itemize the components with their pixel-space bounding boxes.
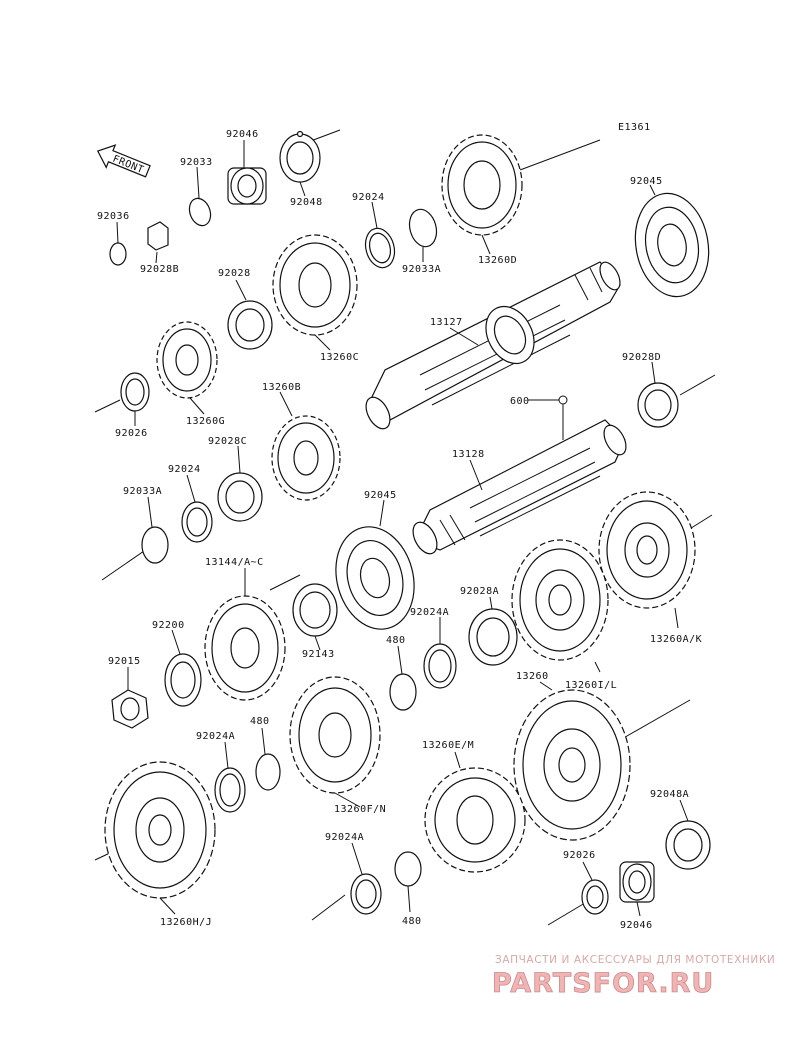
- label-92028C: 92028C: [208, 436, 247, 447]
- bushing-92028D: [637, 382, 679, 428]
- watermark-tagline: ЗАПЧАСТИ И АКСЕССУАРЫ ДЛЯ МОТОТЕХНИКИ: [495, 954, 775, 966]
- circlip-92033A-mid: [141, 526, 169, 564]
- label-13260C: 13260C: [320, 352, 359, 363]
- label-92036: 92036: [97, 211, 130, 222]
- label-92046-low: 92046: [620, 920, 653, 931]
- washer-92024-top: [364, 227, 396, 269]
- gear-13260G: [156, 321, 218, 399]
- label-92015: 92015: [108, 656, 141, 667]
- washer-92200: [164, 653, 202, 707]
- label-92024A-left: 92024A: [196, 731, 235, 742]
- label-92048: 92048: [290, 197, 323, 208]
- label-13260FN: 13260F/N: [334, 804, 386, 815]
- ring-92036: [109, 242, 127, 266]
- bushing-92048: [279, 130, 321, 183]
- washer-92024A-left: [214, 767, 246, 813]
- needle-bearing-92046-top: [227, 167, 267, 205]
- callout-dot-600: [558, 395, 568, 405]
- bearing-92045-mid: [335, 526, 415, 630]
- bushing-92028C: [217, 472, 263, 522]
- label-480-c: 480: [402, 916, 422, 927]
- bushing-92048A: [665, 820, 711, 870]
- front-arrow-icon: FRONT: [96, 144, 151, 178]
- label-92048A: 92048A: [650, 789, 689, 800]
- washer-92024A-mid: [423, 643, 457, 689]
- gear-13260C: [272, 234, 358, 336]
- label-13260G: 13260G: [186, 416, 225, 427]
- label-13260: 13260: [516, 671, 549, 682]
- label-92024A-mid: 92024A: [410, 607, 449, 618]
- label-92028-top: 92028: [218, 268, 251, 279]
- label-13260EM: 13260E/M: [422, 740, 474, 751]
- label-92028B: 92028B: [140, 264, 179, 275]
- label-92046-top: 92046: [226, 129, 259, 140]
- washer-92024A-low: [350, 873, 382, 915]
- gear-13260D: [441, 134, 523, 236]
- label-92024-mid: 92024: [168, 464, 201, 475]
- watermark: ЗАПЧАСТИ И АКСЕССУАРЫ ДЛЯ МОТОТЕХНИКИ PA…: [492, 954, 775, 999]
- gear-13260IL: [511, 539, 609, 661]
- needle-bearing-92046-low: [619, 861, 655, 903]
- label-13260D: 13260D: [478, 255, 517, 266]
- leader-lines: [116, 140, 689, 917]
- label-92026-low: 92026: [563, 850, 596, 861]
- label-13260B: 13260B: [262, 382, 301, 393]
- gear-13260FN: [289, 676, 381, 794]
- gear-13260EM: [424, 767, 526, 873]
- gear-13260AK: [598, 491, 696, 609]
- label-13260HJ: 13260H/J: [160, 917, 212, 928]
- label-13260AK: 13260A/K: [650, 634, 702, 645]
- label-13144: 13144/A~C: [205, 557, 264, 568]
- circlip-92033-top: [188, 197, 212, 227]
- bushing-92028: [227, 300, 273, 350]
- part-labels: E1361 92046 92033 92036 92028B 92048 920…: [97, 122, 702, 931]
- label-13128: 13128: [452, 449, 485, 460]
- circlip-480-c: [394, 851, 422, 887]
- watermark-brand: PARTSFOR.RU: [492, 968, 714, 999]
- bushing-92143: [292, 583, 338, 637]
- label-600: 600: [510, 396, 530, 407]
- label-92033A-top: 92033A: [402, 264, 441, 275]
- label-92024-top: 92024: [352, 192, 385, 203]
- label-92028D: 92028D: [622, 352, 661, 363]
- gear-13144: [204, 595, 286, 701]
- label-92033A-mid: 92033A: [123, 486, 162, 497]
- label-92200: 92200: [152, 620, 185, 631]
- label-92143: 92143: [302, 649, 335, 660]
- washer-92026-low: [581, 879, 609, 915]
- label-13260IL: 13260I/L: [565, 680, 617, 691]
- label-480-a: 480: [386, 635, 406, 646]
- label-13127: 13127: [430, 317, 463, 328]
- shaft-13128: [412, 419, 627, 555]
- circlip-480-b: [255, 753, 281, 791]
- gear-13260B: [271, 415, 341, 501]
- label-480-b: 480: [250, 716, 270, 727]
- label-92026-left: 92026: [115, 428, 148, 439]
- circlip-480-a: [389, 673, 417, 711]
- label-92024A-low: 92024A: [325, 832, 364, 843]
- nut-92015: [111, 689, 149, 729]
- label-92033-top: 92033: [180, 157, 213, 168]
- shaft-13127: [365, 261, 621, 430]
- gear-13260: [513, 689, 631, 841]
- washer-92024-mid: [181, 501, 213, 543]
- gear-13260HJ: [104, 761, 216, 899]
- bushing-92028A: [468, 608, 518, 666]
- label-92045-top: 92045: [630, 176, 663, 187]
- collar-92028B: [147, 221, 169, 251]
- circlip-92033A-top: [408, 208, 438, 248]
- label-92028A: 92028A: [460, 586, 499, 597]
- bearing-92045-top: [634, 192, 710, 298]
- label-92045-mid: 92045: [364, 490, 397, 501]
- diagram-code: E1361: [618, 122, 651, 133]
- washer-92026-left: [120, 372, 150, 412]
